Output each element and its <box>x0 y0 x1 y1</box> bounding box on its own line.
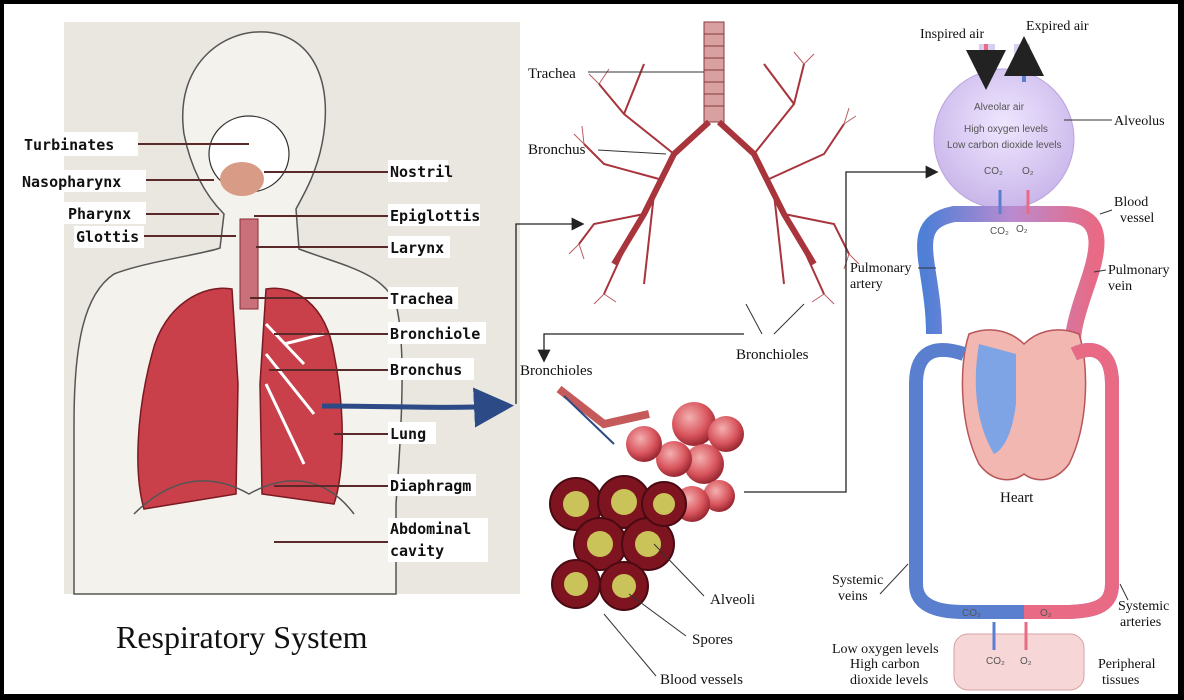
label-larynx: Larynx <box>390 239 444 257</box>
label-bronchiole: Bronchiole <box>390 325 480 343</box>
label-mid-bronchus: Bronchus <box>528 142 586 158</box>
label-epiglottis: Epiglottis <box>390 207 480 225</box>
label-mid-trachea: Trachea <box>528 66 576 82</box>
blood-vessels-leader <box>604 614 656 676</box>
label-high-oxygen: High oxygen levels <box>964 124 1048 135</box>
label-sys-arteries-2: arteries <box>1120 615 1161 630</box>
label-pulm-artery-1: Pulmonary <box>850 261 911 276</box>
arrow-to-bronchioles <box>544 334 744 360</box>
label-co2-vessel: CO₂ <box>990 226 1009 237</box>
epiglottis-region <box>220 162 264 196</box>
blue-arrow <box>322 406 504 407</box>
label-low-co2: Low carbon dioxide levels <box>947 140 1062 151</box>
label-turbinates: Turbinates <box>24 136 114 154</box>
label-alveolus: Alveolus <box>1114 114 1165 129</box>
bronchioles-leader-1 <box>746 304 762 334</box>
label-blood-vessels: Blood vessels <box>660 672 743 688</box>
label-low-oxygen-2: High carbon <box>850 657 920 672</box>
mid-trachea <box>704 22 724 122</box>
label-low-oxygen-1: Low oxygen levels <box>832 642 939 657</box>
alveolus-sphere <box>934 69 1074 209</box>
diagram-title: Respiratory System <box>116 619 368 655</box>
left-panel: Turbinates Nasopharynx Pharynx Glottis N… <box>20 22 520 655</box>
label-abdominal: Abdominal <box>390 520 471 538</box>
label-o2-top: O₂ <box>1022 166 1034 177</box>
label-co2-top: CO₂ <box>984 166 1003 177</box>
label-low-oxygen-3: dioxide levels <box>850 673 928 688</box>
arrow-to-alveolus <box>744 172 936 492</box>
label-cavity: cavity <box>390 542 444 560</box>
peripheral-tissue-block <box>954 634 1084 690</box>
middle-panel: Trachea Bronchus Bronchioles Bronchioles <box>516 22 936 688</box>
label-o2-tissue: O₂ <box>1020 656 1032 667</box>
label-pulm-vein-2: vein <box>1108 279 1132 294</box>
label-lung: Lung <box>390 425 426 443</box>
label-o2-vessel: O₂ <box>1016 224 1028 235</box>
label-alveolar-air: Alveolar air <box>974 102 1025 113</box>
trachea-shape <box>240 219 258 309</box>
label-o2-bottom: O₂ <box>1040 608 1052 619</box>
label-pharynx: Pharynx <box>68 205 131 223</box>
label-diaphragm: Diaphragm <box>390 477 471 495</box>
label-trachea: Trachea <box>390 290 453 308</box>
label-nasopharynx: Nasopharynx <box>22 173 121 191</box>
label-blood-vessel-1: Blood <box>1114 195 1148 210</box>
label-peripheral-1: Peripheral <box>1098 657 1156 672</box>
label-pulm-vein-1: Pulmonary <box>1108 263 1169 278</box>
label-nostril: Nostril <box>390 163 453 181</box>
label-bronchus: Bronchus <box>390 361 462 379</box>
right-panel: Inspired air Expired air Alveolar air Hi… <box>832 19 1169 690</box>
label-co2-tissue: CO₂ <box>986 656 1005 667</box>
label-sys-arteries-1: Systemic <box>1118 599 1169 614</box>
label-spores: Spores <box>692 632 733 648</box>
label-peripheral-2: tissues <box>1102 673 1139 688</box>
label-glottis: Glottis <box>76 228 139 246</box>
bronchus-leader <box>598 150 666 154</box>
label-mid-bronchioles-left: Bronchioles <box>520 363 593 379</box>
spores-leader <box>629 594 686 636</box>
label-expired-air: Expired air <box>1026 19 1089 34</box>
label-sys-veins-2: veins <box>838 589 868 604</box>
label-alveoli: Alveoli <box>710 592 755 608</box>
label-mid-bronchioles: Bronchioles <box>736 347 809 363</box>
label-heart: Heart <box>1000 490 1034 506</box>
alveoli-cluster <box>550 389 744 610</box>
alveoli-leader <box>654 544 704 596</box>
label-sys-veins-1: Systemic <box>832 573 883 588</box>
label-blood-vessel-2: vessel <box>1120 211 1154 226</box>
label-co2-bottom: CO₂ <box>962 608 981 619</box>
respiratory-diagram: Turbinates Nasopharynx Pharynx Glottis N… <box>4 4 1178 694</box>
bronchioles-leader-2 <box>774 304 804 334</box>
label-pulm-artery-2: artery <box>850 277 883 292</box>
label-inspired-air: Inspired air <box>920 27 984 42</box>
diagram-frame: Turbinates Nasopharynx Pharynx Glottis N… <box>4 4 1178 694</box>
